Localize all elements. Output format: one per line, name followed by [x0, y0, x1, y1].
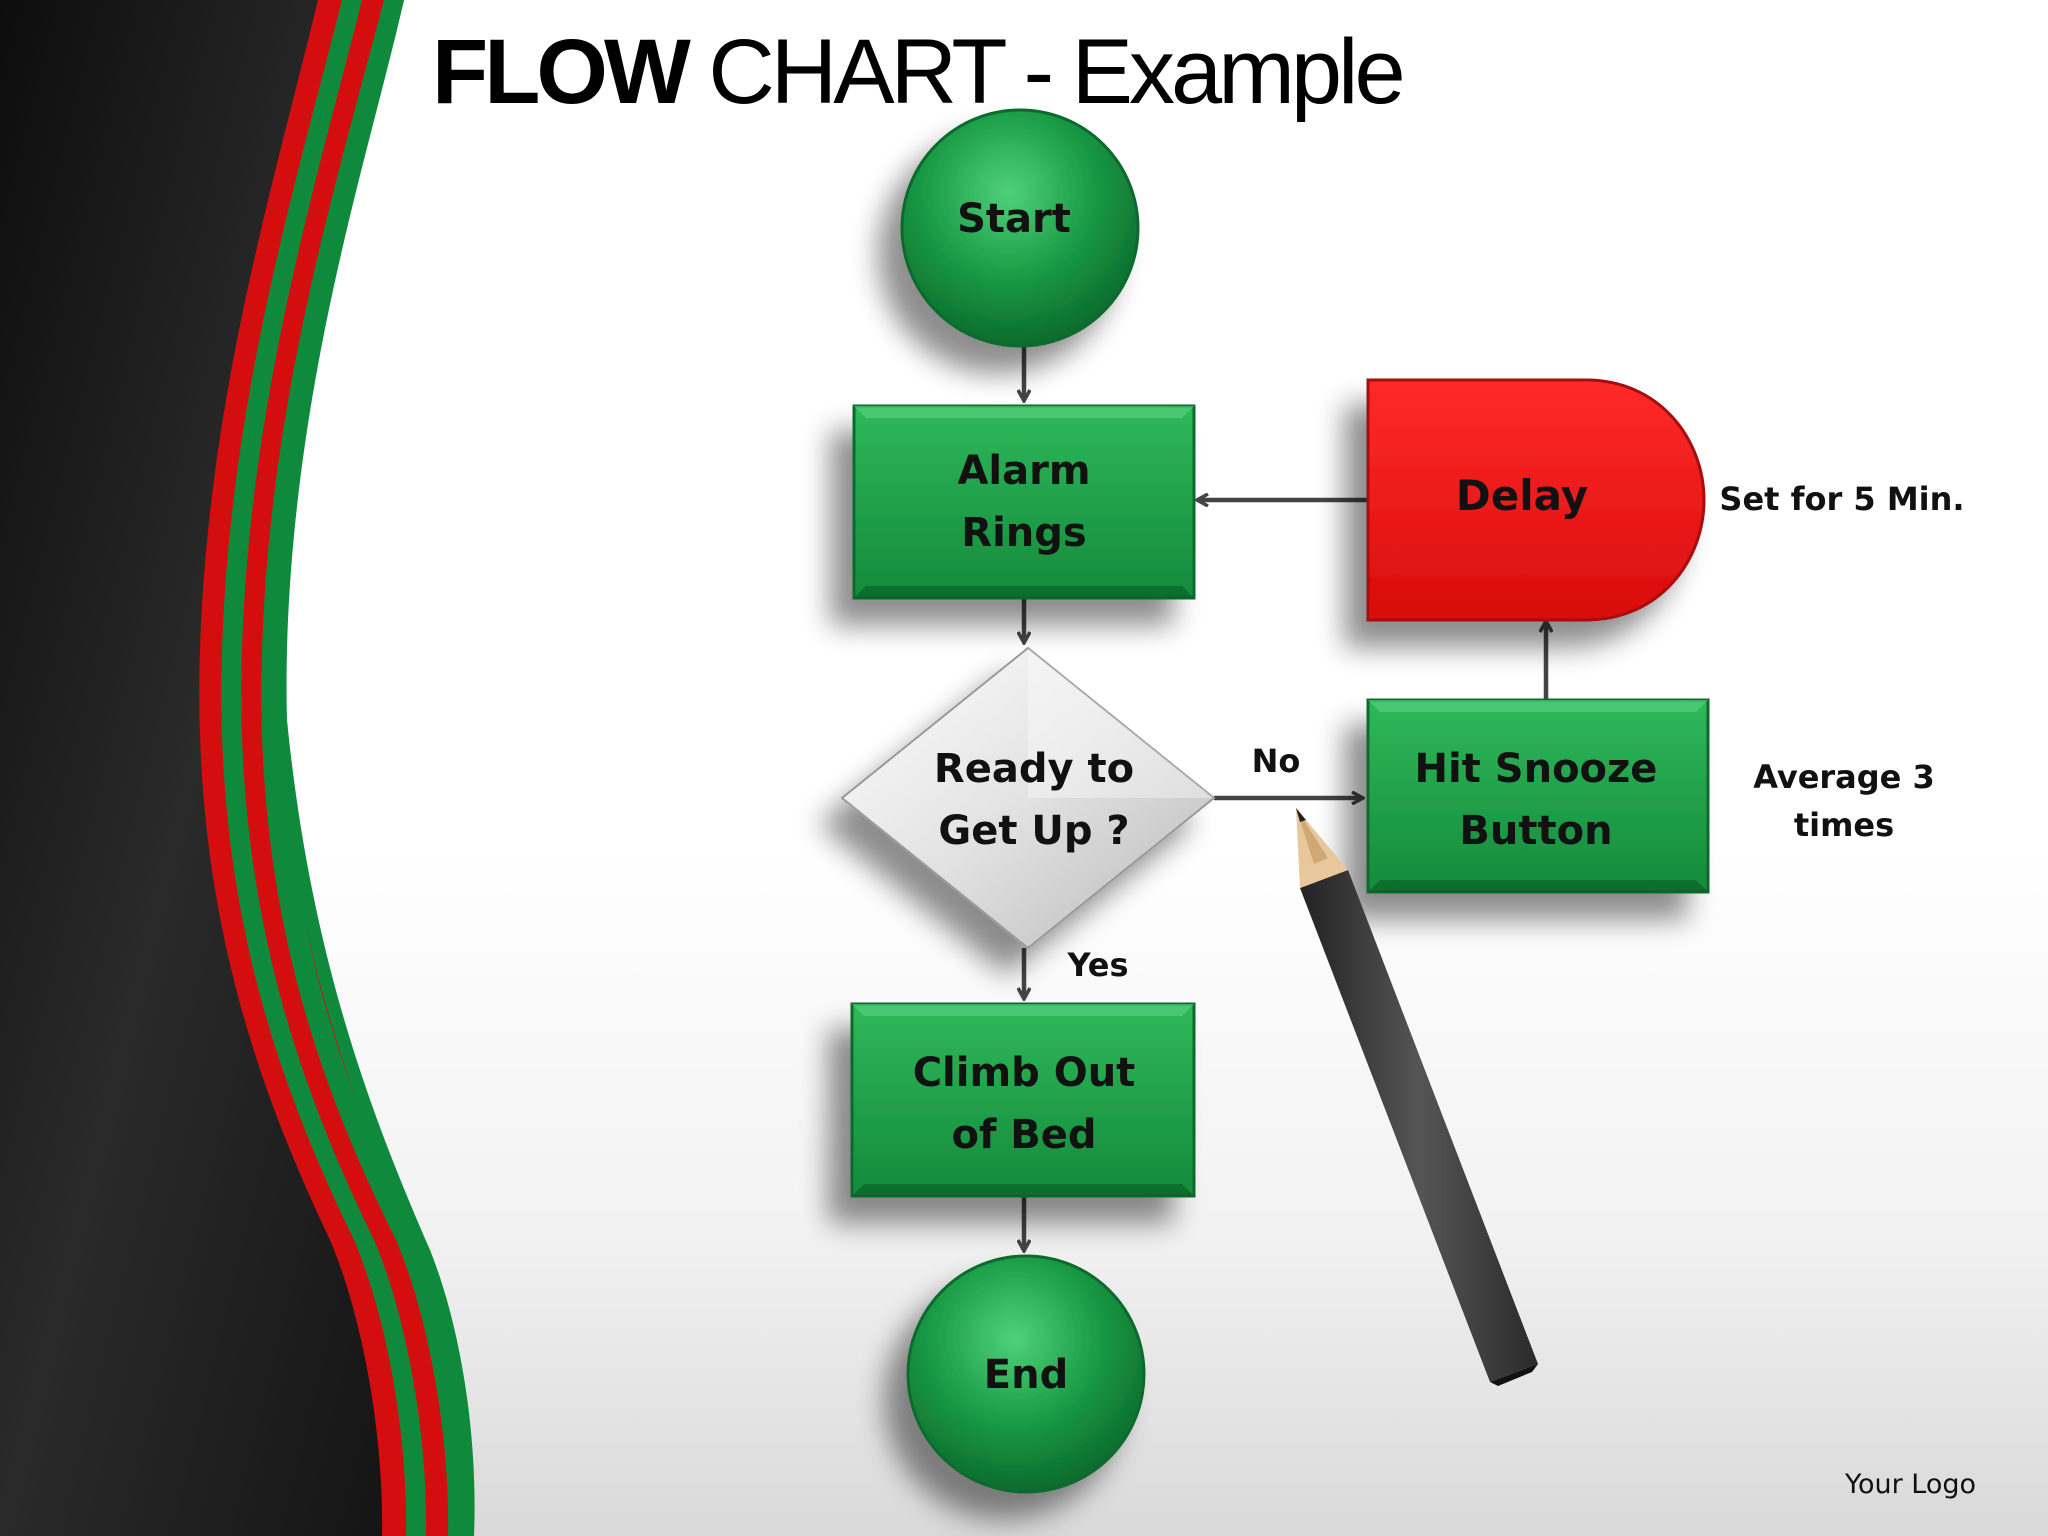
snooze-label-1: Hit Snooze	[1415, 746, 1658, 792]
snooze-annotation-2: times	[1794, 806, 1894, 844]
delay-annotation: Set for 5 Min.	[1719, 480, 1964, 518]
alarm-rings-label-1: Alarm	[957, 448, 1090, 494]
climb-out-node	[850, 1002, 1196, 1198]
logo-text: Your Logo	[1845, 1469, 1976, 1500]
start-node	[900, 108, 1140, 348]
edges	[1024, 346, 1546, 1250]
decorative-side-band	[0, 0, 475, 1536]
climb-out-label-2: of Bed	[951, 1112, 1096, 1158]
start-label: Start	[957, 196, 1071, 242]
snooze-node	[1366, 698, 1710, 894]
alarm-rings-node	[852, 404, 1196, 600]
snooze-label-2: Button	[1459, 808, 1612, 854]
decision-node	[840, 646, 1216, 950]
title-rest: CHART - Example	[708, 21, 1405, 123]
edge-label-no: No	[1252, 742, 1301, 780]
end-node	[906, 1254, 1146, 1494]
climb-out-label-1: Climb Out	[913, 1050, 1136, 1096]
end-label: End	[984, 1352, 1068, 1398]
delay-label: Delay	[1456, 471, 1588, 520]
snooze-annotation-1: Average 3	[1753, 758, 1935, 796]
title-bold: FLOW	[432, 21, 691, 123]
pencil-illustration	[1296, 808, 1538, 1386]
edge-label-yes: Yes	[1067, 946, 1129, 984]
alarm-rings-label-2: Rings	[961, 510, 1086, 556]
slide-title: FLOW CHART - Example	[432, 21, 1406, 123]
decision-label-2: Get Up ?	[938, 808, 1129, 854]
decision-label-1: Ready to	[934, 746, 1134, 792]
delay-node	[1366, 378, 1706, 622]
